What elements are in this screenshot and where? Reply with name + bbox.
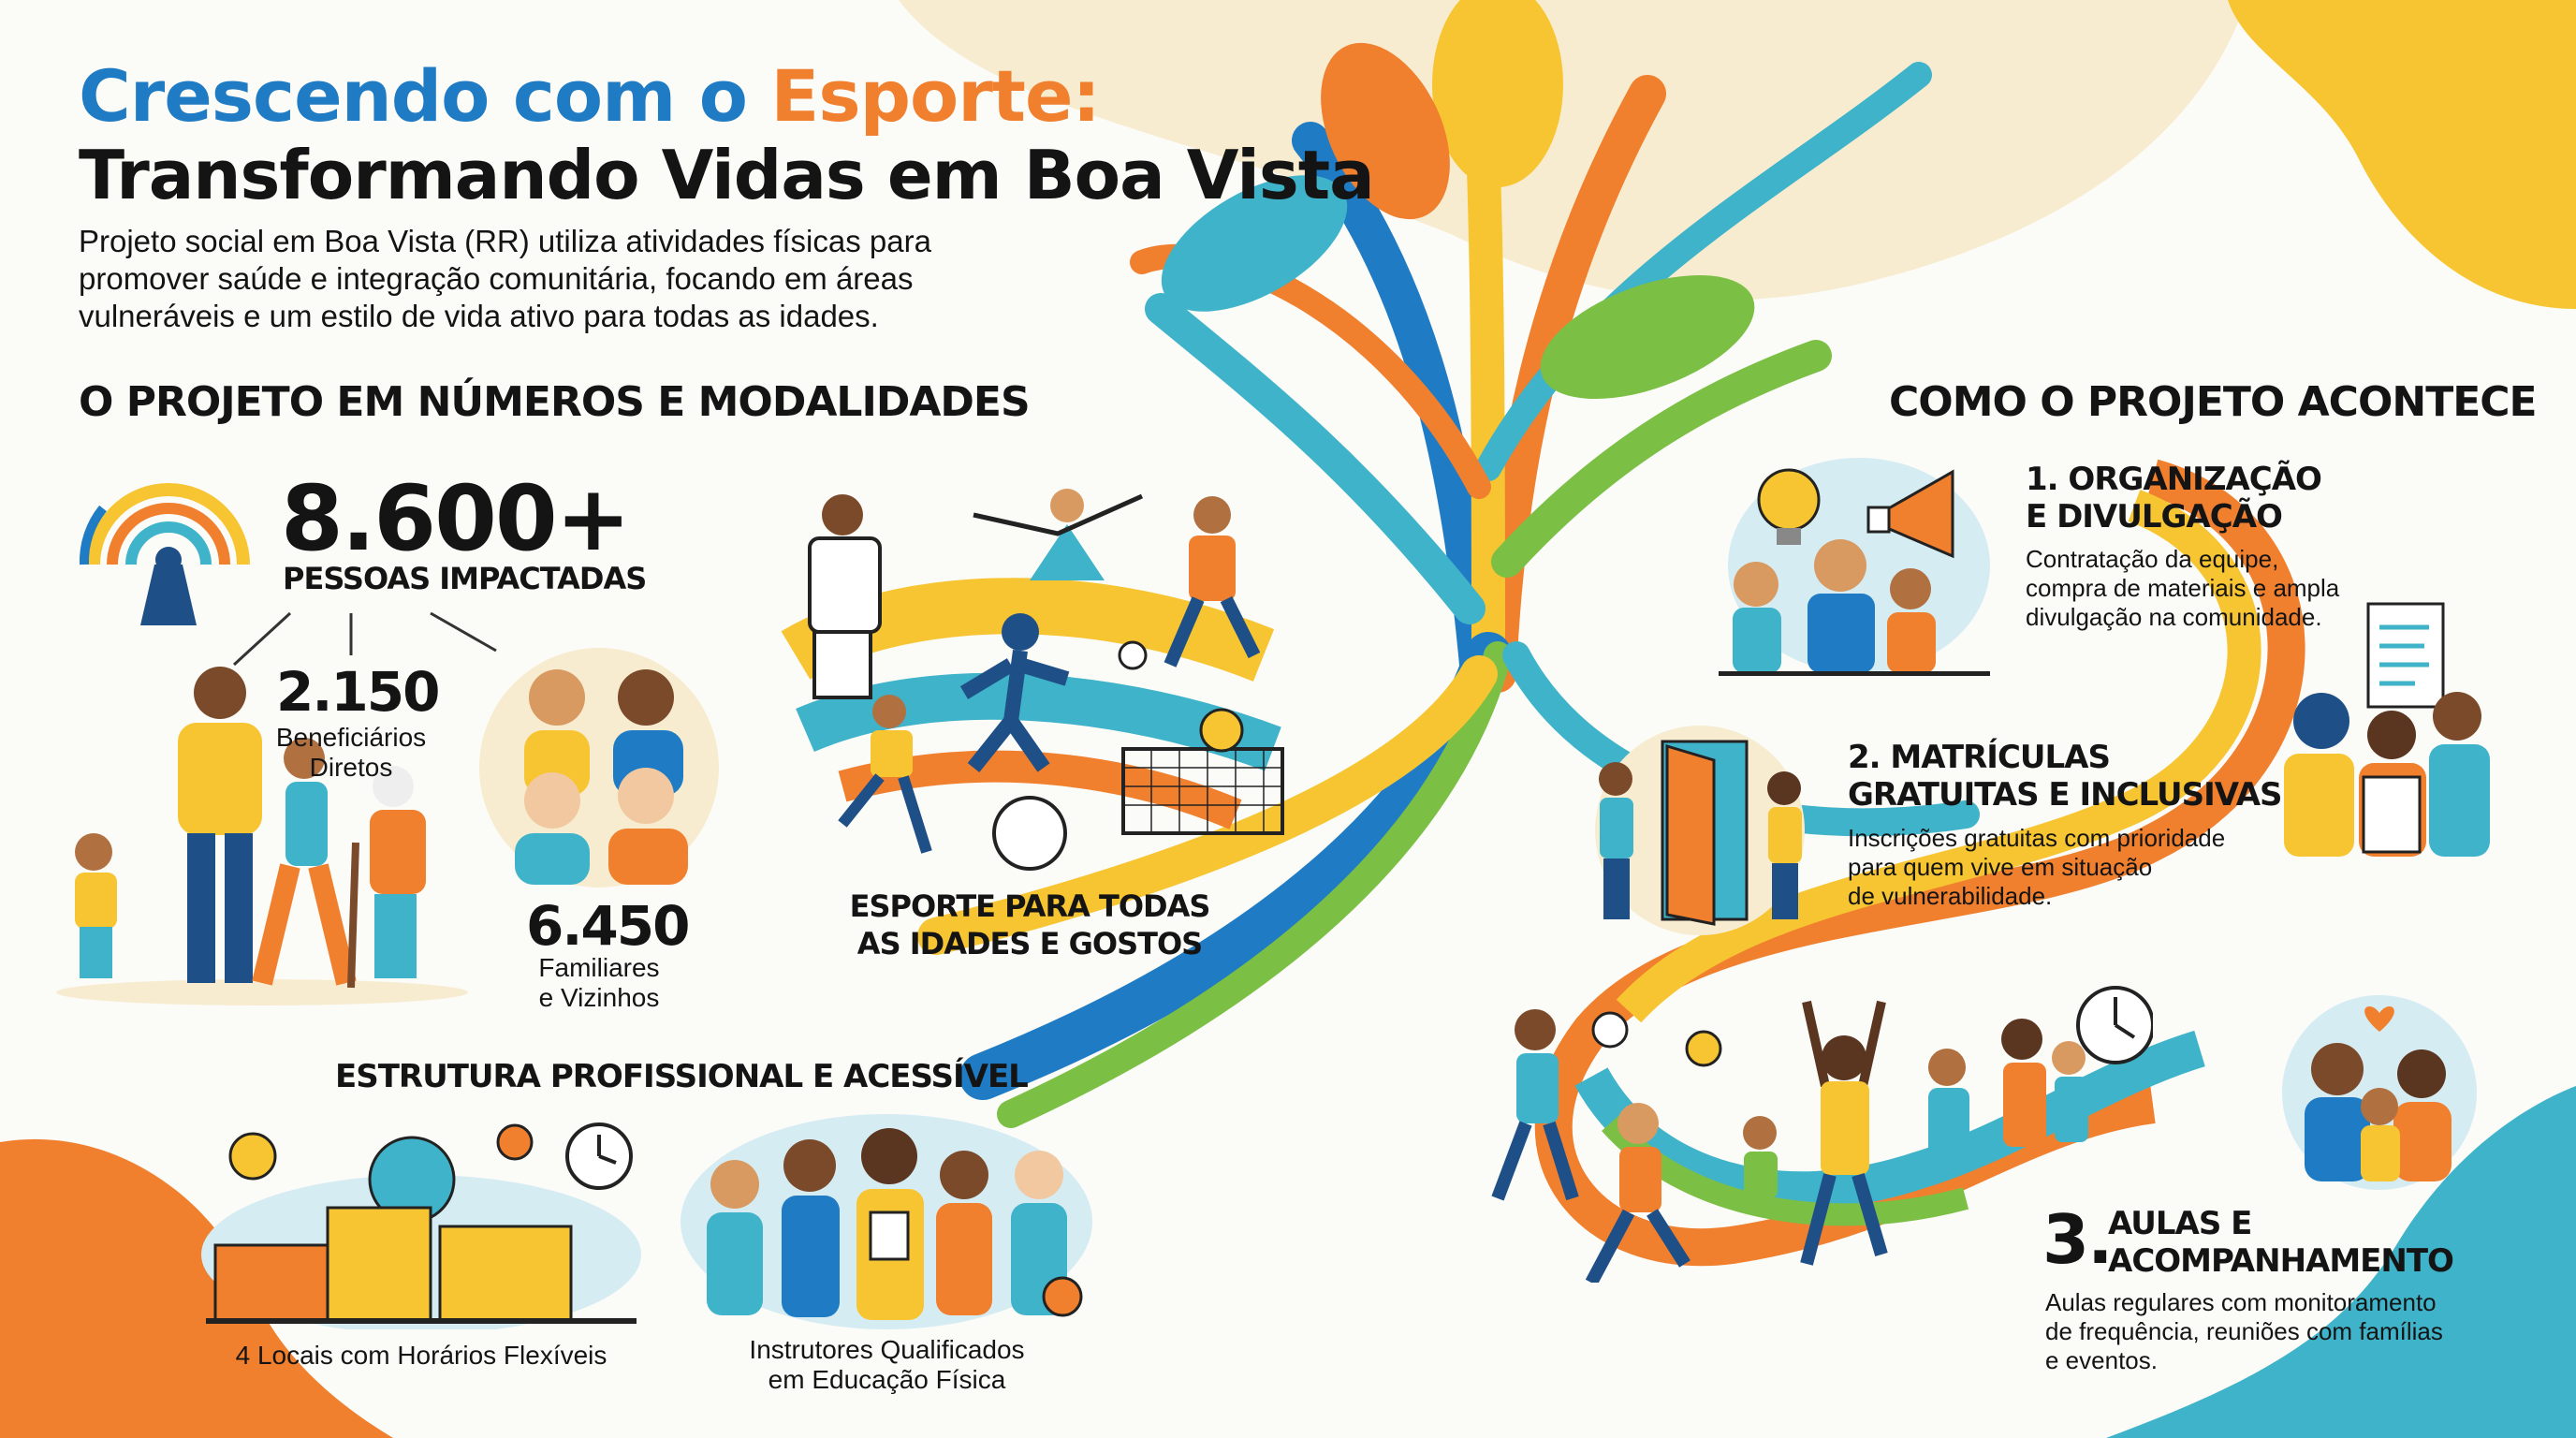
- step-1-description: Contratação da equipe,compra de materiai…: [2026, 545, 2339, 632]
- classes-activity-illustration: [1491, 986, 2153, 1283]
- step-1-title-line-2: E DIVULGAÇÃO: [2026, 498, 2283, 536]
- heart-icon: [2364, 1005, 2394, 1032]
- gear-icon: [228, 1123, 534, 1224]
- step-2-desc-line-2: para quem vive em situação: [1848, 853, 2153, 881]
- volleyball-icon: [1591, 1011, 1629, 1049]
- leaf-green: [1540, 275, 1755, 399]
- soccer-ball-small: [1118, 640, 1148, 670]
- process-heading: COMO O PROJETO ACONTECE: [1889, 378, 2538, 426]
- building-center: [326, 1206, 432, 1322]
- instructor: [856, 1128, 924, 1320]
- sports-activities-illustration: [808, 489, 1284, 871]
- leaf-blue: [1161, 175, 1348, 312]
- leaf-orange: [1321, 42, 1450, 220]
- clipboard-icon: [2362, 775, 2422, 854]
- person-jumping: [1800, 1000, 1888, 1266]
- child: [1743, 1116, 1778, 1198]
- building-right: [438, 1225, 573, 1322]
- intro-paragraph: Projeto social em Boa Vista (RR) utiliza…: [79, 224, 931, 333]
- total-impacted-label: PESSOAS IMPACTADAS: [283, 561, 647, 596]
- instructors-label-line-2: em Educação Física: [768, 1365, 1006, 1394]
- family-neighbors-number: 6.450: [526, 894, 690, 958]
- step-3-desc-line-2: de frequência, reuniões com famílias: [2045, 1317, 2443, 1345]
- tree-of-ribbons: [917, 39, 1980, 1128]
- step-3-number: 3.: [2042, 1200, 2113, 1279]
- person-running: [1491, 1009, 1579, 1201]
- document-icon: [2366, 602, 2445, 709]
- registration-people-illustration: [2284, 602, 2490, 857]
- step-3-desc-line-3: e eventos.: [2045, 1346, 2158, 1374]
- silhouette-player: [959, 613, 1070, 772]
- instructors-label-line-1: Instrutores Qualificados: [749, 1335, 1025, 1364]
- lightbulb-icon: [1757, 468, 1821, 545]
- family-exercising-illustration: [56, 667, 468, 1005]
- direct-label-line-2: Diretos: [309, 753, 393, 782]
- building-left: [213, 1243, 329, 1322]
- organization-outreach-illustration: [1719, 458, 1990, 676]
- direct-label-line-1: Beneficiários: [275, 723, 427, 752]
- sports-label-line-1: ESPORTE PARA TODAS: [849, 888, 1211, 924]
- direct-beneficiaries-number: 2.150: [276, 660, 440, 724]
- step-3-desc-line-1: Aulas regulares com monitoramento: [2045, 1288, 2437, 1316]
- volleyball-net: [1121, 708, 1284, 835]
- step-1-desc-line-3: divulgação na comunidade.: [2026, 603, 2322, 631]
- step-2-desc-line-1: Inscrições gratuitas com prioridade: [1848, 824, 2226, 852]
- instructor: [1011, 1151, 1083, 1317]
- step-3-title-line-1: AULAS E: [2108, 1205, 2252, 1242]
- megaphone-icon: [1866, 469, 1954, 559]
- family-label-line-2: e Vizinhos: [538, 983, 660, 1012]
- title-part-blue: Crescendo com o: [79, 54, 748, 138]
- connector-lines: [232, 611, 497, 667]
- teal-blob-bottom-right: [2106, 1086, 2576, 1438]
- leaf-yellow: [1432, 0, 1563, 187]
- page-title-line-2: Transformando Vidas em Boa Vista: [79, 136, 1375, 214]
- ball-icon: [1685, 1030, 1722, 1067]
- sports-label-line-2: AS IDADES E GOSTOS: [856, 926, 1203, 961]
- signal-broadcast-icon: [79, 483, 250, 625]
- locations-label: 4 Locais com Horários Flexíveis: [235, 1341, 607, 1370]
- instructor: [782, 1139, 840, 1317]
- total-impacted-number: 8.600+: [281, 466, 631, 571]
- happy-family-illustration: [2282, 995, 2477, 1190]
- instructor: [936, 1151, 992, 1315]
- title-part-orange: Esporte:: [770, 54, 1101, 138]
- clock-icon: [2076, 986, 2153, 1064]
- yellow-blob-top-right: [2228, 0, 2576, 309]
- family-neighbors-illustration: [479, 648, 719, 888]
- step-3-title-line-2: ACOMPANHAMENTO: [2108, 1242, 2454, 1280]
- step-2-title-line-1: 2. MATRÍCULAS: [1848, 739, 2111, 776]
- locations-buildings-illustration: [201, 1123, 641, 1329]
- judo-athlete: [808, 494, 882, 699]
- step-2-desc-line-3: de vulnerabilidade.: [1848, 882, 2053, 910]
- kicking-child: [838, 695, 932, 854]
- numbers-heading: O PROJETO EM NÚMEROS E MODALIDADES: [79, 378, 1031, 426]
- orange-blob-bottom-left: [0, 1138, 393, 1438]
- soccer-ball: [992, 796, 1067, 871]
- instructors-illustration: [681, 1114, 1092, 1329]
- step-1-desc-line-1: Contratação da equipe,: [2026, 545, 2279, 573]
- person-cheering: [1585, 1103, 1690, 1283]
- soccer-player: [1164, 496, 1261, 668]
- clock-icon: [565, 1123, 633, 1190]
- step-1-title-line-1: 1. ORGANIZAÇÃO: [2026, 461, 2322, 498]
- step-2-title-line-2: GRATUITAS E INCLUSIVAS: [1848, 776, 2283, 814]
- structure-heading: ESTRUTURA PROFISSIONAL E ACESSÍVEL: [335, 1058, 1029, 1095]
- door-icon: [1661, 740, 1749, 926]
- page-title-line-1: Crescendo com o Esporte:: [79, 54, 1101, 138]
- enrollment-door-illustration: [1595, 726, 1805, 935]
- family-label-line-1: Familiares: [538, 953, 660, 982]
- step-1-desc-line-2: compra de materiais e ampla: [2026, 574, 2340, 602]
- instructor: [707, 1160, 763, 1315]
- family-walking: [1928, 1019, 2088, 1163]
- dancer: [973, 489, 1144, 580]
